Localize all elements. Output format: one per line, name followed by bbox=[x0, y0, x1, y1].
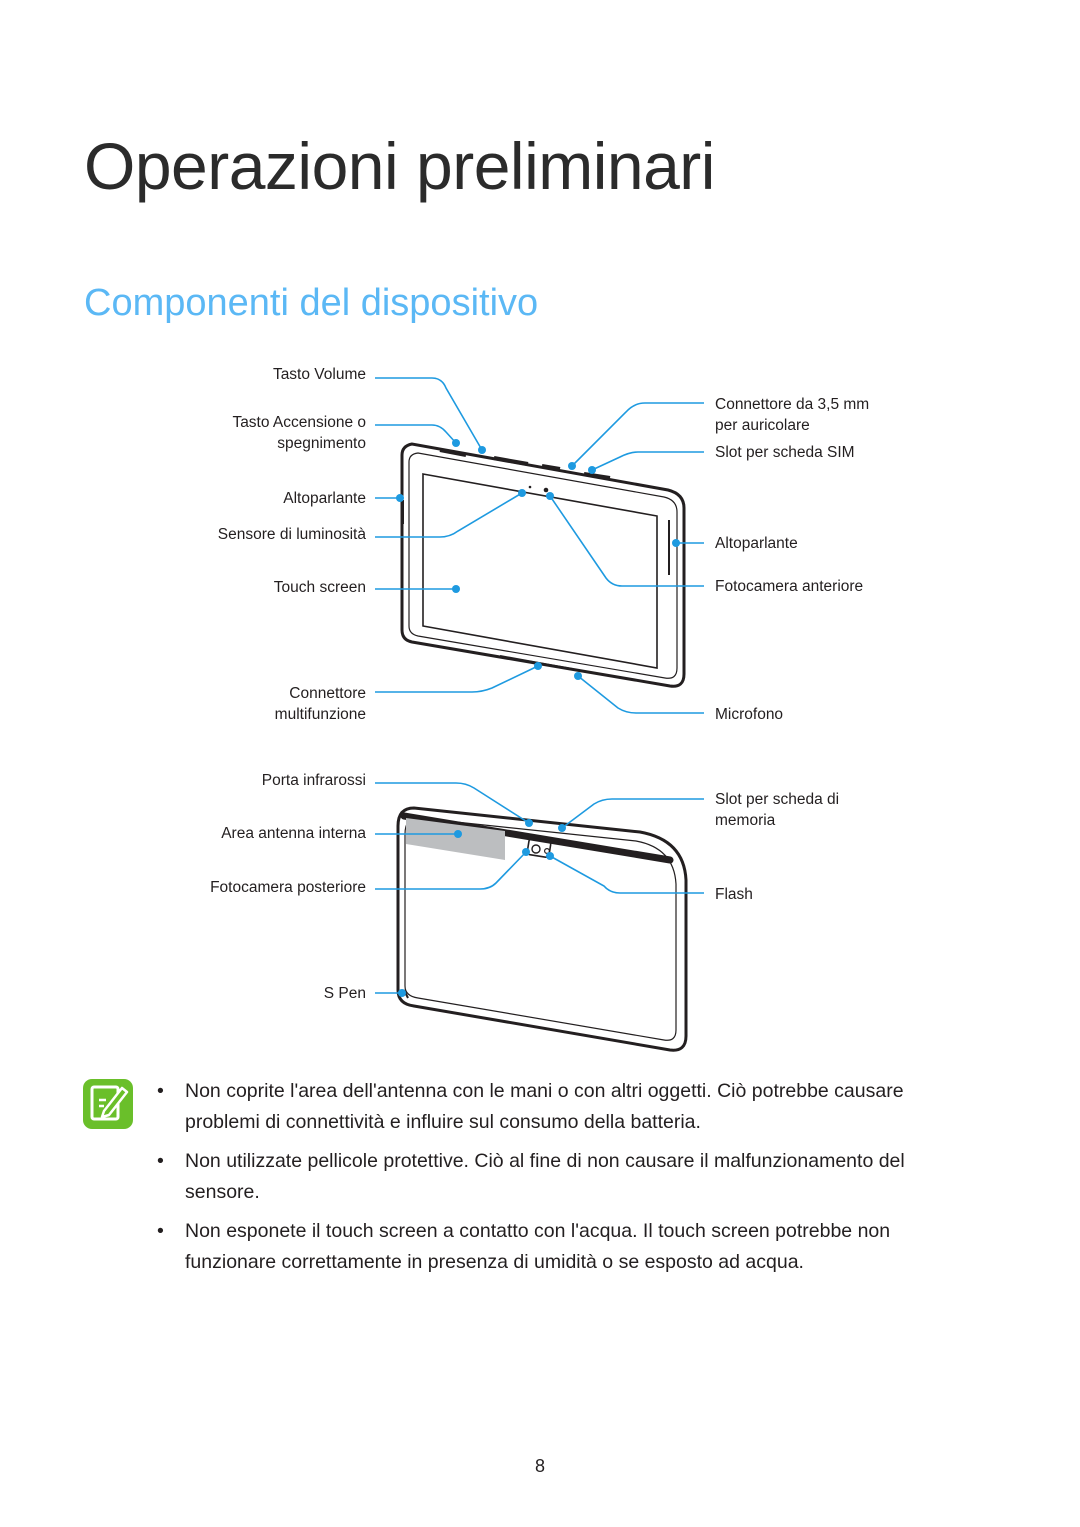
label-speaker-right: Altoparlante bbox=[715, 535, 798, 552]
label-touch-screen: Touch screen bbox=[273, 579, 366, 596]
note-item: •Non utilizzate pellicole protettive. Ci… bbox=[157, 1150, 905, 1203]
device-diagram bbox=[375, 377, 704, 1052]
label-front-camera: Fotocamera anteriore bbox=[715, 578, 864, 595]
label-infrared-port: Porta infrarossi bbox=[261, 772, 366, 789]
antenna-area-shading bbox=[406, 818, 505, 860]
tablet-back-illustration bbox=[396, 806, 688, 1052]
page-number: 8 bbox=[534, 1456, 545, 1476]
tablet-front-illustration bbox=[400, 442, 686, 688]
pencil-note-icon bbox=[83, 1079, 133, 1129]
callout-lines bbox=[375, 377, 704, 994]
callout-dots bbox=[396, 439, 680, 997]
chapter-title: Operazioni preliminari bbox=[84, 129, 715, 203]
label-speaker-left: Altoparlante bbox=[283, 490, 366, 507]
label-headset-jack: Connettore da 3,5 mm per auricolare bbox=[715, 396, 870, 434]
note-item: •Non esponete il touch screen a contatto… bbox=[157, 1220, 891, 1273]
label-antenna-area: Area antenna interna bbox=[221, 825, 366, 842]
label-microphone: Microfono bbox=[715, 706, 784, 723]
label-s-pen: S Pen bbox=[323, 985, 366, 1002]
label-memory-slot: Slot per scheda di memoria bbox=[715, 791, 840, 829]
notes-list: •Non coprite l'area dell'antenna con le … bbox=[157, 1076, 977, 1286]
note-item: •Non coprite l'area dell'antenna con le … bbox=[157, 1080, 904, 1133]
label-multifunction-jack: Connettore multifunzione bbox=[274, 685, 366, 723]
label-volume-key: Tasto Volume bbox=[272, 366, 366, 383]
label-rear-camera: Fotocamera posteriore bbox=[210, 879, 366, 896]
label-sim-slot: Slot per scheda SIM bbox=[715, 444, 855, 461]
label-power-key: Tasto Accensione o spegnimento bbox=[232, 414, 366, 452]
label-flash: Flash bbox=[715, 886, 753, 903]
label-light-sensor: Sensore di luminosità bbox=[217, 526, 366, 543]
section-title: Componenti del dispositivo bbox=[84, 282, 539, 324]
